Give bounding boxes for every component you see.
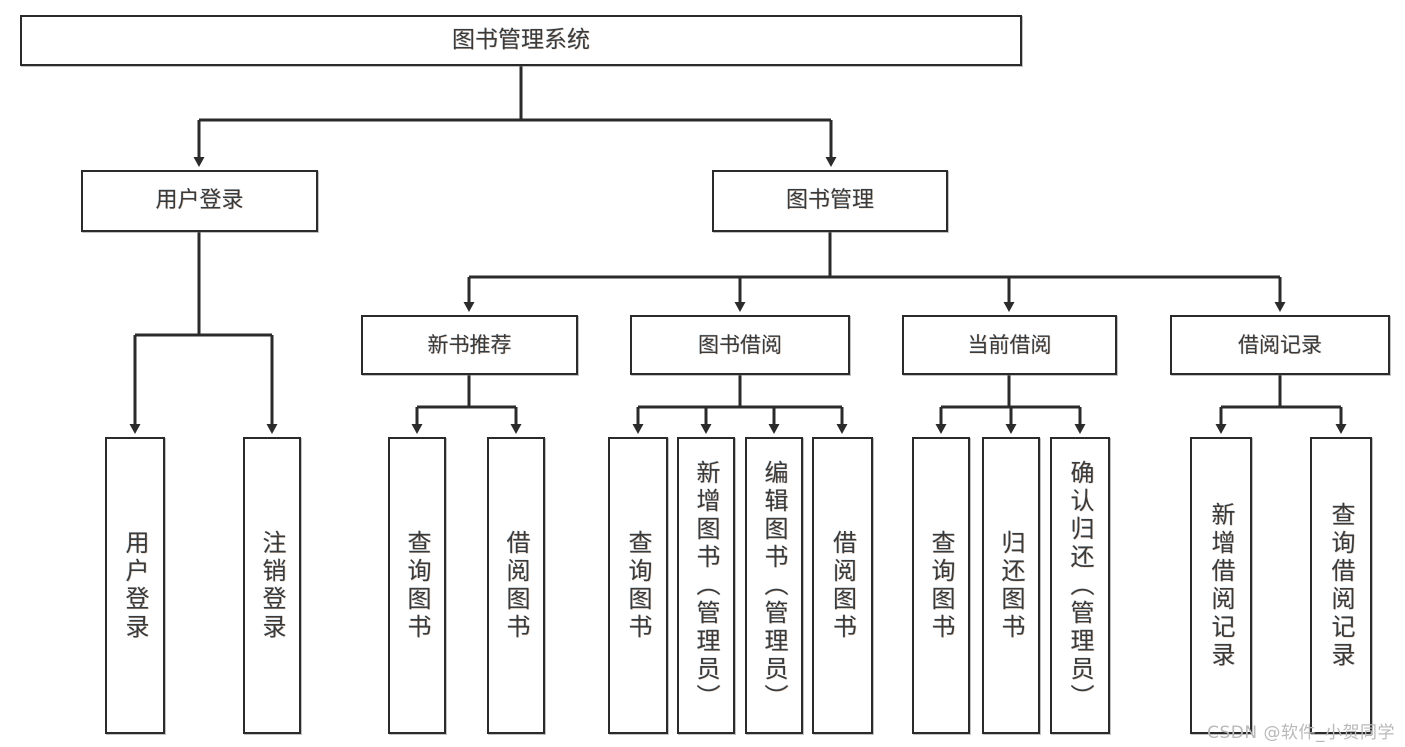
node-leaf-confirm-return: 确认归还（管理员）: [1050, 437, 1110, 734]
node-leaf-query-book-3: 查询图书: [912, 437, 970, 734]
node-leaf-borrow-book-2: 借阅图书: [812, 437, 873, 734]
node-root-system: 图书管理系统: [20, 15, 1022, 66]
node-label: 用户登录: [155, 188, 244, 214]
csdn-watermark: CSDN @软件_小贺同学: [1207, 723, 1395, 743]
node-label: 查询图书: [927, 529, 955, 642]
node-leaf-user-login: 用户登录: [105, 437, 165, 734]
node-label: 图书管理: [785, 188, 874, 214]
node-leaf-query-book-2: 查询图书: [608, 437, 668, 734]
node-leaf-query-book-1: 查询图书: [388, 437, 446, 734]
node-book-management: 图书管理: [712, 170, 948, 232]
node-user-login: 用户登录: [81, 170, 318, 232]
node-label: 归还图书: [997, 529, 1025, 642]
node-label: 注销登录: [258, 529, 286, 642]
node-label: 新书推荐: [427, 332, 512, 357]
node-label: 当前借阅: [967, 332, 1052, 357]
node-label: 新增借阅记录: [1207, 501, 1235, 670]
node-label: 借阅图书: [828, 529, 857, 642]
node-label: 确认归还（管理员）: [1066, 459, 1094, 712]
node-leaf-add-book: 新增图书（管理员）: [677, 437, 735, 734]
node-leaf-return-book: 归还图书: [982, 437, 1040, 734]
node-label: 图书借阅: [698, 332, 782, 357]
node-leaf-edit-book: 编辑图书（管理员）: [745, 437, 803, 734]
node-borrowing-record: 借阅记录: [1170, 315, 1390, 375]
node-label: 查询图书: [624, 529, 652, 642]
node-leaf-user-logout: 注销登录: [243, 437, 301, 734]
node-label: 新增图书（管理员）: [692, 459, 720, 712]
node-leaf-query-record: 查询借阅记录: [1310, 437, 1372, 734]
node-new-book-recommendation: 新书推荐: [361, 315, 578, 375]
node-leaf-borrow-book-1: 借阅图书: [487, 437, 545, 734]
node-label: 借阅记录: [1238, 332, 1322, 357]
node-leaf-add-record: 新增借阅记录: [1190, 437, 1252, 734]
node-book-borrowing: 图书借阅: [630, 315, 850, 375]
node-label: 图书管理系统: [452, 27, 590, 54]
node-label: 用户登录: [121, 529, 149, 642]
node-label: 编辑图书（管理员）: [760, 459, 788, 712]
node-current-borrowing: 当前借阅: [902, 315, 1117, 375]
node-label: 查询借阅记录: [1327, 501, 1355, 670]
node-label: 查询图书: [403, 529, 431, 642]
node-label: 借阅图书: [502, 529, 530, 642]
